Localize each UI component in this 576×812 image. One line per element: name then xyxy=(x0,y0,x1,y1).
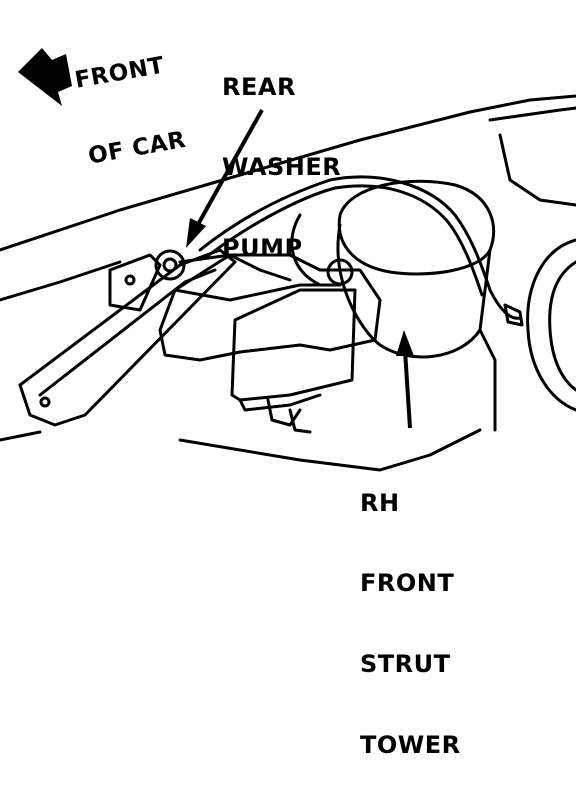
apron-right xyxy=(478,328,497,432)
engine-bay-drawing xyxy=(0,48,576,472)
rh-front-strut-tower-label: RH FRONT STRUT TOWER xyxy=(360,436,461,812)
strut-tower-side xyxy=(290,213,322,287)
bracket-foot-2 xyxy=(288,408,312,434)
pump-label-line-3: PUMP xyxy=(222,234,303,262)
fender-inner-edge xyxy=(0,260,122,302)
lower-body-line xyxy=(0,430,42,442)
cowl-line-2 xyxy=(498,133,576,207)
pump-cap-inner xyxy=(162,257,178,273)
mounting-strap-inner xyxy=(38,268,217,397)
hose-clip xyxy=(503,303,524,327)
strap-bolt-hole xyxy=(39,396,51,408)
tower-label-line-4: TOWER xyxy=(360,730,461,759)
front-label-line-1: FRONT xyxy=(72,52,167,94)
front-of-car-arrow xyxy=(18,48,72,106)
tower-leader-arrow xyxy=(396,330,414,429)
tower-label-line-1: RH xyxy=(360,488,400,517)
washer-bottle-lip xyxy=(238,393,322,412)
reservoir-body xyxy=(158,253,382,362)
pump-label-line-2: WASHER xyxy=(222,153,342,182)
pump-label-line-1: REAR xyxy=(222,72,296,101)
wheel-well-inner xyxy=(548,260,576,392)
filler-cap xyxy=(326,258,354,286)
washer-bottle xyxy=(230,288,357,402)
rear-washer-pump-label: REAR WASHER PUMP xyxy=(222,20,341,316)
bracket-foot-1 xyxy=(266,398,302,427)
tower-label-line-2: FRONT xyxy=(360,569,455,598)
bracket-bolt-hole xyxy=(124,274,136,286)
washer-hose-upper xyxy=(198,175,522,320)
pump-cap xyxy=(154,249,186,281)
diagram-canvas: FRONT OF CAR REAR WASHER PUMP RH FRONT S… xyxy=(0,20,576,758)
pump-wire xyxy=(178,253,292,282)
pump-leader-arrow xyxy=(186,109,264,248)
wheel-well xyxy=(526,238,576,412)
left-bracket xyxy=(108,253,162,312)
front-label-line-2: OF CAR xyxy=(86,126,188,170)
tower-label-line-3: STRUT xyxy=(360,650,451,678)
lower-apron xyxy=(178,428,482,472)
fender-upper-edge xyxy=(0,94,576,252)
strut-tower-body xyxy=(336,223,492,359)
washer-hose-lower xyxy=(203,184,484,297)
cowl-line xyxy=(488,106,576,122)
